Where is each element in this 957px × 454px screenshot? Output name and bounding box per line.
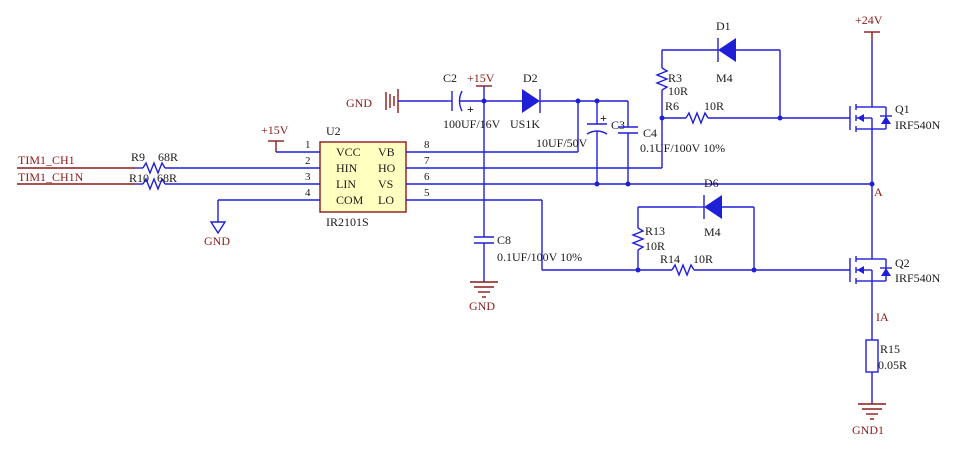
resistor-r9: R9 68R <box>131 150 178 175</box>
pin-name-vs: VS <box>378 177 393 191</box>
capacitor-c3: + C3 10UF/50V <box>536 101 625 184</box>
gnd-top: GND <box>346 89 448 113</box>
resistor-r13: R13 10R <box>631 207 665 270</box>
pin-name-lo: LO <box>378 193 394 207</box>
diode-d1: D1 M4 <box>662 19 780 85</box>
net-label-ia: IA <box>876 310 889 324</box>
r10-value: 68R <box>157 171 177 185</box>
pin-num-5: 5 <box>424 187 430 199</box>
pin-num-4: 4 <box>305 187 311 199</box>
gnd-left: GND <box>204 199 300 248</box>
pin-num-3: 3 <box>305 171 311 183</box>
supply-15v-left: +15V <box>261 123 300 153</box>
r10-designator: R10 <box>129 171 149 185</box>
q1-designator: Q1 <box>895 102 910 116</box>
supply-label-15v-left: +15V <box>261 123 289 137</box>
d6-designator: D6 <box>704 176 719 190</box>
pin-name-com: COM <box>336 193 364 207</box>
r6-value: 10R <box>704 99 724 113</box>
pin-num-6: 6 <box>424 171 430 183</box>
r9-designator: R9 <box>131 150 145 164</box>
gnd-label-top: GND <box>346 96 372 110</box>
mosfet-q2: Q2 IRF540N <box>849 256 941 340</box>
node-label-a: A <box>874 185 883 199</box>
c2-designator: C2 <box>443 71 457 85</box>
r15-designator: R15 <box>880 342 900 356</box>
d2-designator: D2 <box>523 71 538 85</box>
q2-designator: Q2 <box>895 256 910 270</box>
ic-u2-body <box>319 141 407 213</box>
r14-designator: R14 <box>660 252 680 266</box>
d1-designator: D1 <box>716 19 731 33</box>
net-label-tim1-ch1n: TIM1_CH1N <box>18 170 84 184</box>
supply-label-15v-top: +15V <box>467 71 495 85</box>
c4-designator: C4 <box>643 126 657 140</box>
c2-polarity: + <box>467 102 474 116</box>
input-nets: TIM1_CH1 TIM1_CH1N <box>17 153 143 185</box>
supply-15v-top: +15V <box>467 71 495 237</box>
c3-value: 10UF/50V <box>536 136 588 150</box>
c3-designator: C3 <box>611 118 625 132</box>
ic-u2-designator: U2 <box>326 124 341 138</box>
gnd-label-left: GND <box>204 234 230 248</box>
gnd1-symbol: GND1 <box>852 403 886 437</box>
capacitor-c2: C2 + 100UF/16V <box>443 71 501 131</box>
ic-u2: U2 IR2101S 1 2 3 4 VCC HIN LIN COM 8 7 6… <box>300 124 440 229</box>
supply-24v: +24V <box>855 13 883 40</box>
r3-designator: R3 <box>668 71 682 85</box>
r9-value: 68R <box>158 150 178 164</box>
r14-value: 10R <box>693 252 713 266</box>
d6-value: M4 <box>704 225 721 239</box>
c2-value: 100UF/16V <box>443 117 501 131</box>
mosfet-q1: Q1 IRF540N <box>849 40 941 184</box>
resistor-r14: R14 10R <box>638 252 850 277</box>
c3-polarity: + <box>600 111 607 125</box>
pin-name-ho: HO <box>378 161 396 175</box>
ic-u2-part: IR2101S <box>326 215 369 229</box>
d2-value: US1K <box>510 117 540 131</box>
pin-num-1: 1 <box>305 139 311 151</box>
c8-designator: C8 <box>497 233 511 247</box>
pin-num-2: 2 <box>305 155 311 167</box>
net-label-tim1-ch1: TIM1_CH1 <box>18 153 75 167</box>
d1-value: M4 <box>716 71 733 85</box>
gnd-label-mid: GND <box>469 299 495 313</box>
r15-value: 0.05R <box>878 358 907 372</box>
c4-value: 0.1UF/100V 10% <box>640 141 725 155</box>
pin-name-hin: HIN <box>336 161 358 175</box>
r13-designator: R13 <box>645 224 665 238</box>
pin-name-lin: LIN <box>336 177 356 191</box>
r13-value: 10R <box>645 239 665 253</box>
supply-label-24v: +24V <box>855 13 883 27</box>
pin-num-7: 7 <box>424 155 430 167</box>
gnd1-label: GND1 <box>852 423 884 437</box>
q1-value: IRF540N <box>895 118 941 132</box>
resistor-r15: R15 0.05R <box>865 339 907 404</box>
gnd-mid: GND <box>469 281 498 313</box>
resistor-r6: R6 10R <box>662 99 850 125</box>
r3-value: 10R <box>668 84 688 98</box>
pin-name-vb: VB <box>378 145 395 159</box>
pin-num-8: 8 <box>424 139 430 151</box>
q2-value: IRF540N <box>895 271 941 285</box>
resistor-r3: R3 10R <box>655 50 688 118</box>
c8-value: 0.1UF/100V 10% <box>497 250 582 264</box>
r6-designator: R6 <box>665 99 679 113</box>
diode-d6: D6 M4 <box>638 176 754 239</box>
resistor-r10: R10 68R <box>129 171 177 191</box>
capacitor-c8: C8 0.1UF/100V 10% <box>474 233 582 282</box>
pin-name-vcc: VCC <box>336 145 361 159</box>
diode-d2: D2 US1K <box>484 71 578 131</box>
capacitor-c4: C4 0.1UF/100V 10% <box>618 101 725 184</box>
